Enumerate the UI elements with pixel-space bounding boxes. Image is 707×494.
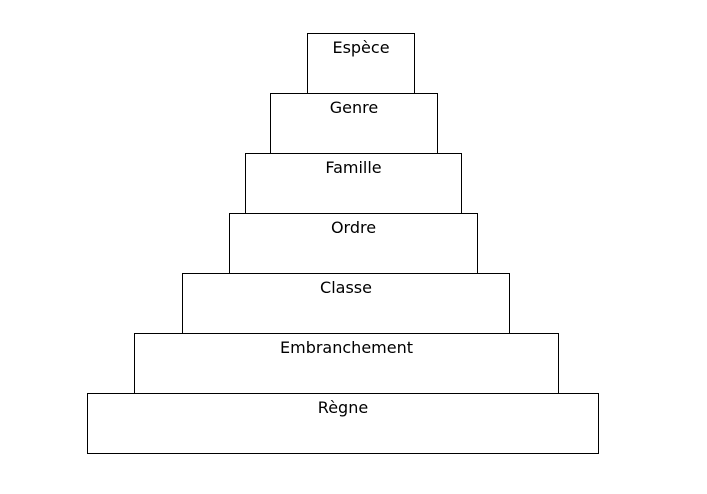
pyramid-level-classe: Classe: [182, 273, 510, 334]
pyramid-level-ordre: Ordre: [229, 213, 478, 274]
pyramid-level-label-regne: Règne: [317, 398, 369, 417]
pyramid-level-embranchement: Embranchement: [134, 333, 559, 394]
pyramid-level-famille: Famille: [245, 153, 462, 214]
pyramid-level-label-embranchement: Embranchement: [280, 338, 413, 357]
pyramid-level-label-ordre: Ordre: [330, 218, 377, 237]
pyramid-level-espece: Espèce: [307, 33, 415, 94]
pyramid-level-label-famille: Famille: [325, 158, 382, 177]
pyramid-level-label-espece: Espèce: [332, 38, 390, 57]
pyramid-level-label-genre: Genre: [329, 98, 379, 117]
pyramid-level-regne: Règne: [87, 393, 599, 454]
pyramid-level-genre: Genre: [270, 93, 438, 154]
pyramid-level-label-classe: Classe: [320, 278, 372, 297]
